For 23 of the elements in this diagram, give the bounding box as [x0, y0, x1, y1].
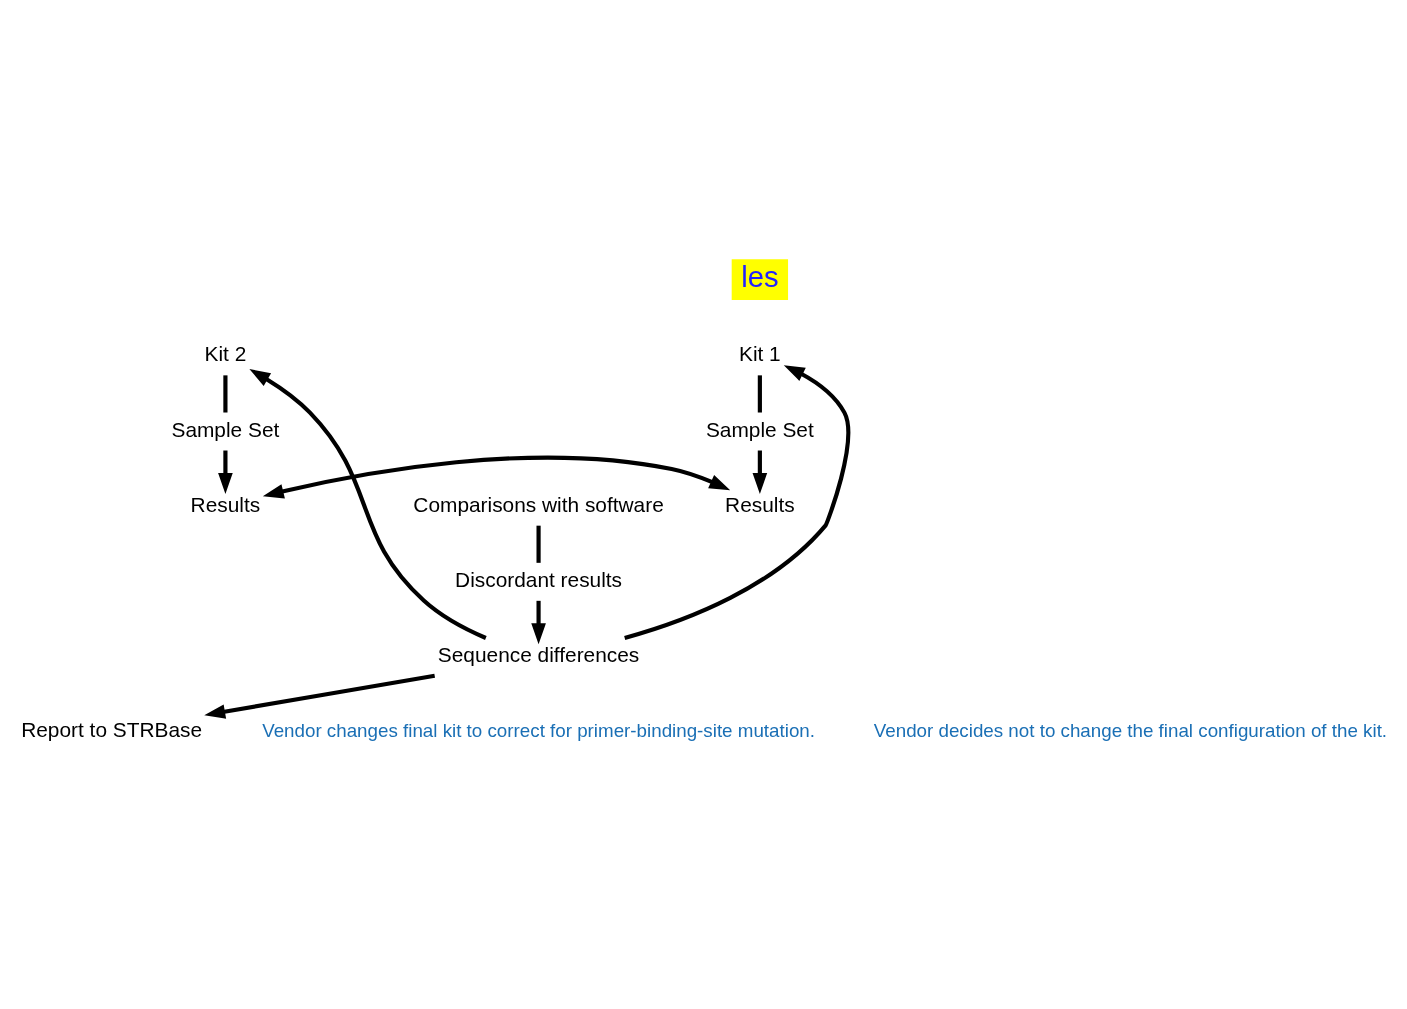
node-text: Sequence differences [437, 642, 640, 666]
node-text: Comparisons with software [413, 492, 664, 516]
connector [536, 525, 541, 563]
arrow [249, 368, 487, 640]
node-text: Kit 1 [738, 341, 781, 365]
label: Vendor decides not to change the final configuration of the kit. [873, 719, 1388, 741]
node-text: Report to STRBase [21, 717, 203, 741]
label: les [741, 260, 779, 293]
arrow [204, 673, 436, 719]
arrow [752, 450, 768, 494]
arrow [218, 450, 233, 494]
arrow [624, 364, 851, 640]
connector [223, 374, 228, 412]
arrow [262, 455, 731, 498]
node-text: Discordant results [455, 567, 623, 591]
label: Vendor changes final kit to correct for primer-binding-site mutation. [262, 719, 815, 741]
connector [757, 374, 762, 412]
node-text: Results [725, 492, 795, 516]
node-text: Sample Set [705, 417, 814, 441]
arrow [531, 600, 546, 644]
node-text: Sample Set [171, 417, 280, 441]
node-text: Kit 2 [204, 341, 247, 365]
node-text: Results [190, 492, 261, 516]
